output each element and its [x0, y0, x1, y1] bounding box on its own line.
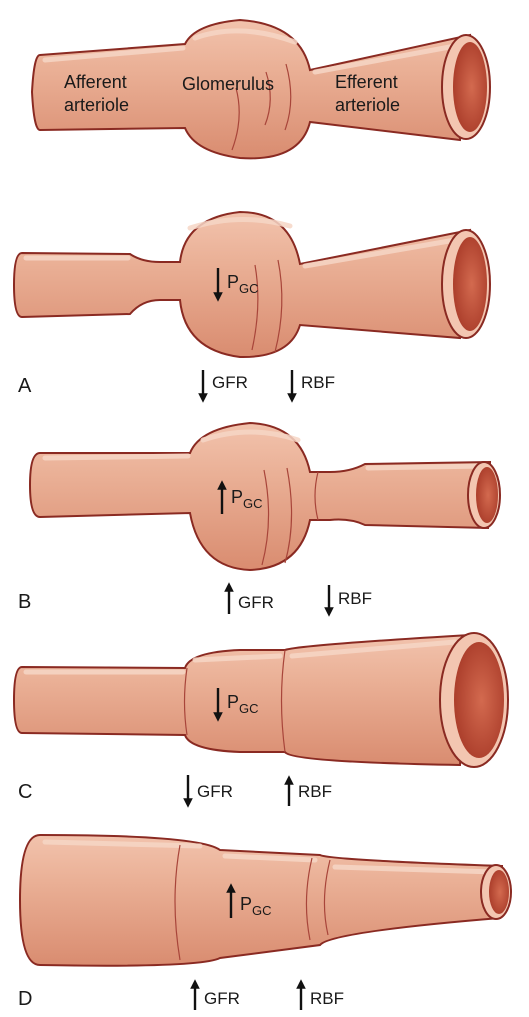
rbf-label-b: RBF [338, 589, 372, 608]
vessel-panel-b [28, 421, 501, 572]
efferent-label-line1: Efferent [335, 72, 398, 92]
gfr-label-b: GFR [238, 593, 274, 612]
panel-letter-b: B [18, 591, 31, 613]
rbf-label-c: RBF [298, 782, 332, 801]
gfr-label-a: GFR [212, 373, 248, 392]
pgc-label-b: PGC [231, 487, 263, 511]
efferent-label-line2: arteriole [335, 95, 400, 115]
gfr-label-d: GFR [204, 989, 240, 1008]
vessel-panel-a [12, 210, 491, 359]
rbf-label-a: RBF [301, 373, 335, 392]
afferent-label-line1: Afferent [64, 72, 127, 92]
pgc-label-d: PGC [240, 894, 272, 918]
afferent-label-line2: arteriole [64, 95, 129, 115]
panel-letter-d: D [18, 988, 32, 1010]
panel-letter-c: C [18, 781, 32, 803]
gfr-label-c: GFR [197, 782, 233, 801]
rbf-label-d: RBF [310, 989, 344, 1008]
normal-vessel [30, 18, 491, 160]
vessel-panel-c [12, 632, 509, 768]
glomerulus-label: Glomerulus [182, 74, 274, 94]
pgc-label-a: PGC [227, 272, 259, 296]
pgc-label-c: PGC [227, 692, 259, 716]
panel-letter-a: A [18, 375, 32, 397]
vessel-panel-d [18, 833, 512, 967]
